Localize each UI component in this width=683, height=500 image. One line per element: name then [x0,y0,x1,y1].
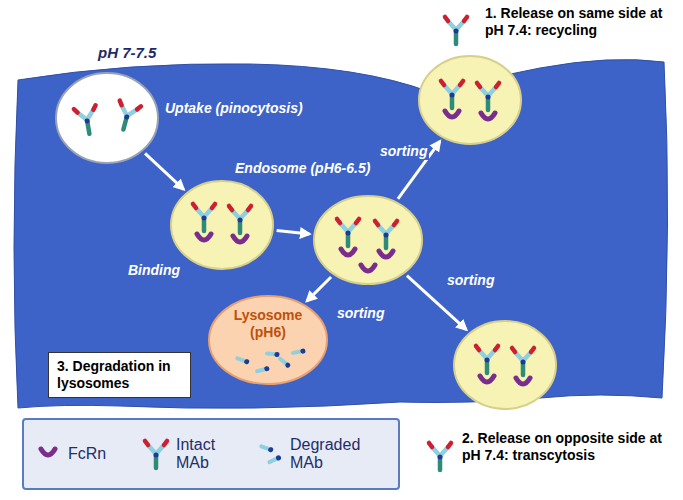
antibody-icon [477,83,499,110]
vesicle-shape [418,55,522,145]
node-text: Uptake (pinocytosis) [165,100,340,117]
fcrn-icon [197,234,211,240]
antibody-icon [229,206,251,233]
edge-label: sorting [378,143,429,160]
legend-sample [41,449,55,455]
vesicle: Endosome (pH6-6.5) [313,195,423,285]
flow-arrow [307,277,331,301]
antibody-icon [74,105,100,135]
fcrn-icon [445,111,459,117]
edge-label: sorting [445,272,496,289]
vesicle: Uptake (pinocytosis) [55,72,159,164]
antibody-icon [337,219,359,246]
fragment-icon [268,455,281,465]
vesicle-shape [313,195,423,285]
node-text: 1. Release on same side at pH 7.4: recyc… [485,5,677,39]
fragment-icon [257,366,270,374]
antibody-icon [113,101,141,133]
ph-label: pH 7-7.5 [98,44,156,61]
fragment-icon [293,348,306,355]
vesicle: Binding [170,180,274,270]
flow-arrow [398,141,440,199]
edge-label: sorting [335,305,386,322]
fcrn-icon [379,251,393,257]
node-text: Lysosome (pH6) [230,307,306,341]
fcrn-icon [516,378,530,384]
fcrn-icon [341,249,355,255]
fragment-icon [267,351,280,357]
vesicle-shape [170,180,274,270]
fragment-icon [260,444,273,453]
fcrn-icon [233,236,247,242]
fcrn-icon [481,113,495,119]
vesicle: Lysosome (pH6) [208,295,328,385]
fragment-icon [279,357,292,369]
legend-box: FcRn Intact MAb Degraded MAb [22,418,400,490]
legend-sample [145,441,167,468]
legend-text: Degraded MAb [290,420,360,488]
vesicle: 2. Release on opposite side at pH 7.4: t… [453,320,557,410]
vesicle-shape [55,72,159,164]
antibody-icon [193,204,215,231]
node-text: 3. Degradation in lysosomes [57,358,182,392]
antibody-icon [476,346,498,373]
fcrn-icon [480,376,494,382]
legend-text: Intact MAb [176,420,215,488]
legend-sample [260,444,281,464]
vesicle-shape [453,320,557,410]
flow-arrow [277,231,310,234]
antibody-icon [441,81,463,108]
fragment-icon [236,356,249,365]
cell-body [14,60,668,409]
antibody-icon [512,348,534,375]
antibody-icon [445,17,467,44]
fcrn-icon [361,265,375,271]
fcrn-icon [41,449,55,455]
antibody-icon [429,443,451,470]
antibody-icon [375,221,397,248]
antibody-icon [145,441,167,468]
flow-arrow [145,153,184,189]
vesicle: 1. Release on same side at pH 7.4: recyc… [418,55,522,145]
node-text: 2. Release on opposite side at pH 7.4: t… [462,430,677,464]
note-box: 3. Degradation in lysosomes [48,352,191,398]
node-text: Binding [128,262,198,279]
node-text: Endosome (pH6-6.5) [235,160,405,177]
legend-text: FcRn [68,420,106,488]
flow-arrow [407,276,466,330]
